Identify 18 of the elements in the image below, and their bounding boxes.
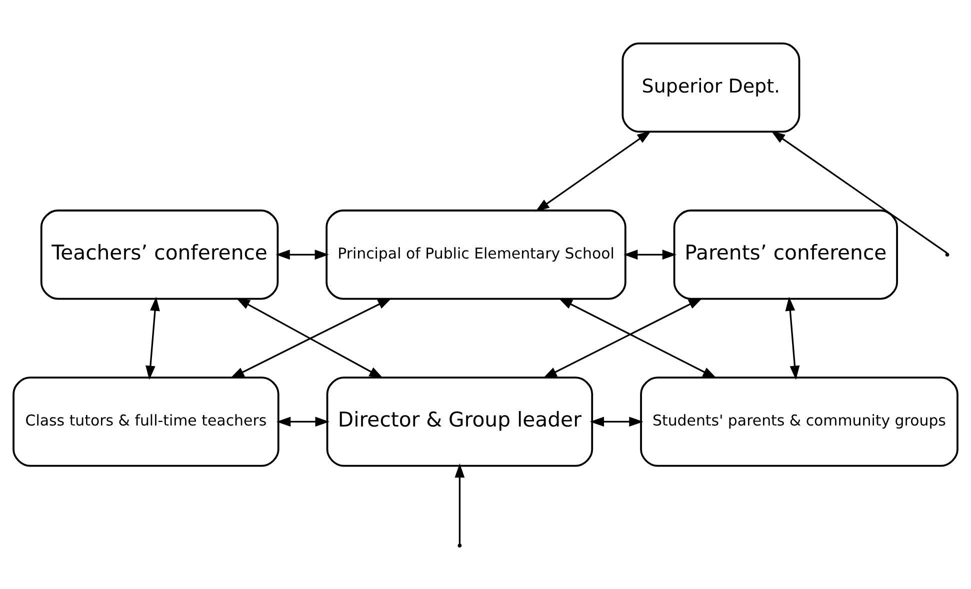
arrow	[624, 249, 676, 260]
node-box: Students' parents & community groups	[640, 376, 958, 466]
node-box: Superior Dept.	[622, 42, 800, 132]
arrow	[771, 130, 948, 254]
arrow	[542, 297, 703, 378]
arrow	[590, 416, 644, 426]
node-box: Principal of Public Elementary School	[326, 209, 626, 300]
node-box: Director & Group leader	[326, 376, 594, 466]
node-box: Parents’ conference	[673, 209, 898, 300]
arrow	[276, 416, 330, 426]
arrow	[785, 296, 800, 380]
arrow	[454, 462, 465, 544]
node-box: Teachers’ conference	[40, 209, 279, 300]
node-box: Class tutors & full-time teachers	[12, 376, 280, 466]
arrow	[535, 130, 652, 212]
arrow	[146, 296, 160, 380]
arrow	[558, 297, 717, 378]
arrow	[276, 249, 329, 260]
